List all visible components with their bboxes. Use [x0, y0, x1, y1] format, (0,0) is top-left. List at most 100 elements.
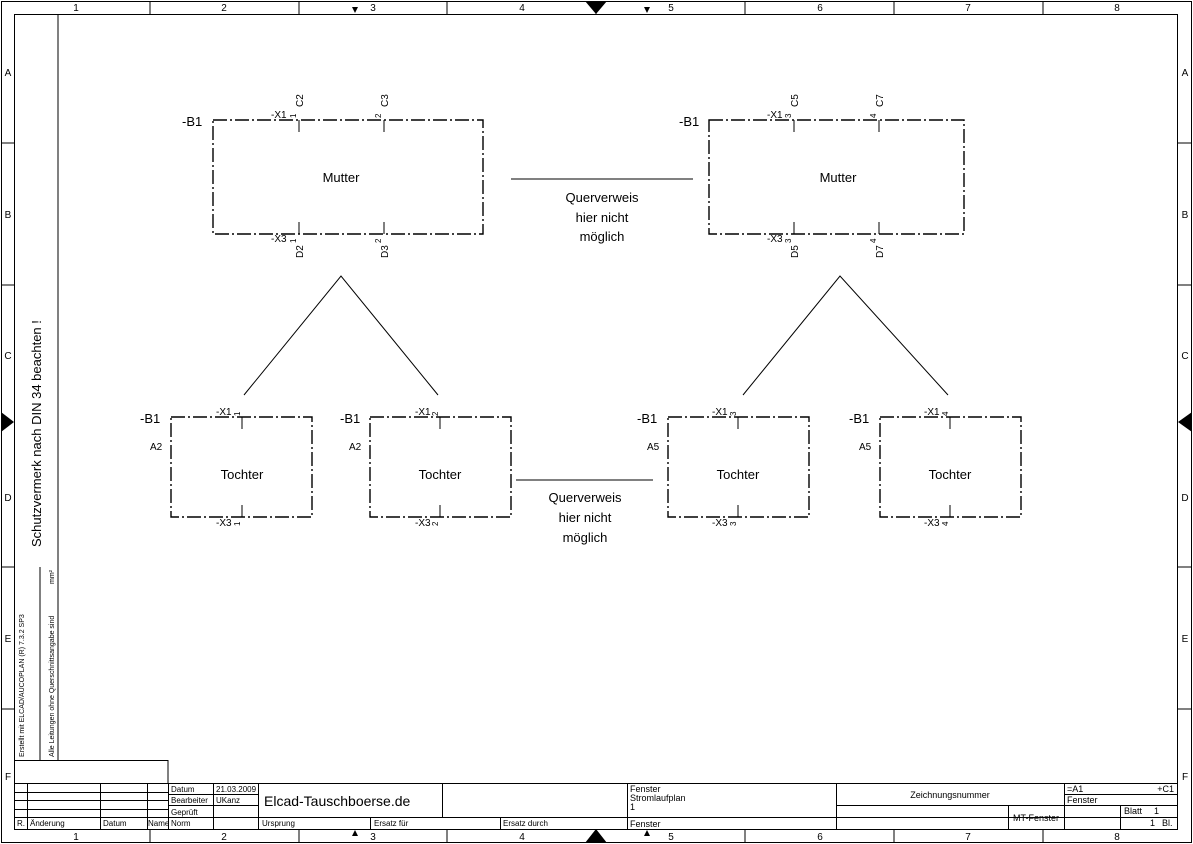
pin-number: 3 [784, 238, 793, 243]
col-label: 6 [817, 832, 823, 843]
note-line: Querverweis [566, 190, 639, 205]
column-labels-top: 1 2 3 4 5 6 7 8 [73, 3, 1120, 14]
pin-number: 1 [233, 521, 242, 526]
col-label: 5 [668, 3, 674, 14]
pin-number: 2 [374, 238, 383, 243]
tb-plant: =A1 [1067, 784, 1083, 794]
note-line: hier nicht [559, 510, 612, 525]
device-tag: -B1 [679, 114, 699, 129]
box-title: Tochter [717, 467, 760, 482]
cross-ref: C5 [790, 94, 801, 107]
row-label: E [5, 634, 12, 645]
daughter-3: -B1 A5 Tochter -X1 3 -X3 3 [637, 407, 810, 529]
row-label: C [1181, 351, 1188, 362]
col-label: 1 [73, 3, 79, 14]
tb-sheet: 1 [1154, 806, 1159, 816]
tb-location-name: Fenster [1067, 795, 1098, 805]
device-tag: -B1 [140, 411, 160, 426]
cross-ref: D5 [790, 245, 801, 258]
tb-label-blatt: Blatt [1124, 806, 1143, 816]
row-label: A [5, 68, 12, 79]
mother-box [212, 119, 484, 235]
connector-label: -X3 [767, 234, 783, 245]
column-labels-bottom: 1 2 3 4 5 6 7 8 [73, 832, 1120, 843]
connector-label: -X1 [415, 407, 431, 418]
sheet-ref: A5 [647, 442, 660, 453]
device-tag: -B1 [849, 411, 869, 426]
row-label: B [1182, 210, 1189, 221]
row-labels: A B C D E F A B C D E F [4, 68, 1188, 783]
pin-number: 1 [289, 113, 298, 118]
col-label: 7 [965, 832, 971, 843]
cross-ref: D7 [875, 245, 886, 258]
row-label: D [1181, 493, 1188, 504]
row-label: F [1182, 772, 1188, 783]
pin-number: 3 [729, 521, 738, 526]
device-tag: -B1 [182, 114, 202, 129]
pin-number: 2 [431, 411, 440, 416]
title-block: R. Änderung Datum Name Datum Bearbeiter … [14, 783, 1178, 829]
tb-label-geprueft: Geprüft [171, 808, 198, 817]
cross-section-note: Alle Leitungen ohne Querschnittsangabe s… [49, 616, 56, 757]
col-label: 4 [519, 832, 525, 843]
device-tag: -B1 [637, 411, 657, 426]
hierarchy-lines [243, 275, 949, 396]
connector-label: -X1 [216, 407, 232, 418]
tb-label-name: Name [148, 819, 170, 828]
pin-number: 4 [941, 411, 950, 416]
col-label: 8 [1114, 832, 1120, 843]
box-title: Tochter [419, 467, 462, 482]
row-label: D [4, 493, 11, 504]
note-line: möglich [563, 530, 608, 545]
tb-sheets: 1 [1150, 818, 1155, 828]
cross-ref: C3 [380, 94, 391, 107]
sheet-ref: A2 [150, 442, 163, 453]
sheet-ref: A2 [349, 442, 362, 453]
tb-editor: UKanz [216, 796, 240, 805]
connector-label: -X3 [271, 234, 287, 245]
pin-number: 2 [374, 113, 383, 118]
connector-label: -X1 [712, 407, 728, 418]
daughter-2: -B1 A2 Tochter -X1 2 -X3 2 [340, 407, 512, 529]
mother-box [708, 119, 965, 235]
mother-group-2: -B1 Mutter -X1 -X3 3 4 3 4 C5 C7 D5 D7 [679, 94, 965, 258]
col-label: 3 [370, 832, 376, 843]
cross-ref-note-1: Querverweis hier nicht möglich [511, 178, 693, 244]
tb-label-datum2: Datum [103, 819, 127, 828]
col-label: 1 [73, 832, 79, 843]
box-title: Tochter [221, 467, 264, 482]
col-label: 2 [221, 832, 227, 843]
cross-ref: C7 [875, 94, 886, 107]
tb-label-bl: Bl. [1162, 818, 1173, 828]
tb-location: +C1 [1157, 784, 1174, 794]
tb-company: Elcad-Tauschboerse.de [264, 793, 411, 809]
tb-description: Stromlaufplan [630, 793, 686, 803]
tb-label-norm: Norm [171, 819, 191, 828]
tb-label-zeichnungsnummer: Zeichnungsnummer [910, 790, 990, 800]
pin-number: 3 [729, 411, 738, 416]
device-tag: -B1 [340, 411, 360, 426]
cross-ref: D3 [380, 245, 391, 258]
pin-number: 3 [784, 113, 793, 118]
row-label: F [5, 772, 11, 783]
tb-label-ursprung: Ursprung [262, 819, 295, 828]
cross-ref-note-2: Querverweis hier nicht möglich [516, 479, 653, 545]
tb-label-ersatz-durch: Ersatz durch [503, 819, 548, 828]
tb-label-aenderung: Änderung [30, 819, 65, 828]
connector-label: -X1 [767, 110, 783, 121]
pin-number: 4 [869, 113, 878, 118]
row-label: C [4, 351, 11, 362]
pin-number: 1 [233, 411, 242, 416]
col-label: 6 [817, 3, 823, 14]
tb-label-bearbeiter: Bearbeiter [171, 796, 208, 805]
side-strip: Schutzvermerk nach DIN 34 beachten ! Ers… [14, 14, 169, 784]
unit-note: mm² [49, 569, 56, 584]
box-title: Tochter [929, 467, 972, 482]
pin-number: 4 [941, 521, 950, 526]
row-grid [1, 142, 1192, 710]
pin-number: 2 [431, 521, 440, 526]
col-label: 5 [668, 832, 674, 843]
column-grid [149, 1, 1044, 843]
box-title: Mutter [820, 170, 858, 185]
